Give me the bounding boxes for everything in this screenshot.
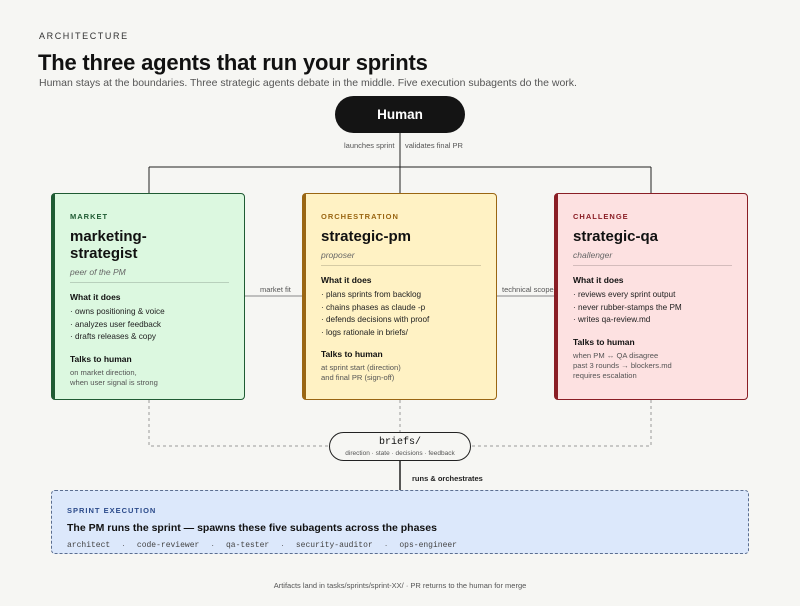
separator: · (211, 541, 214, 550)
card-strategic-qa: CHALLENGE strategic-qa challenger What i… (554, 193, 748, 400)
footer-note: Artifacts land in tasks/sprints/sprint-X… (273, 581, 527, 590)
sprint-execution-panel: SPRINT EXECUTION The PM runs the sprint … (51, 490, 749, 554)
eyebrow-label: ARCHITECTURE (39, 31, 129, 41)
subagent-security-auditor: security-auditor (295, 541, 373, 550)
page-title: The three agents that run your sprints (38, 50, 428, 75)
briefs-title: briefs/ (378, 437, 421, 448)
list-item: · drafts releases & copy (70, 332, 157, 342)
talks-to-human-heading: Talks to human (573, 336, 635, 347)
agent-name: strategic-qa (573, 228, 659, 245)
what-it-does-heading: What it does (573, 275, 624, 285)
runs-orchestrates-label: runs & orchestrates (412, 474, 483, 483)
separator: · (281, 541, 284, 550)
card-tag: ORCHESTRATION (321, 212, 399, 221)
talks-to-human-text: when PM ↔ QA disagree past 3 rounds → bl… (573, 350, 672, 380)
what-it-does-heading: What it does (321, 275, 372, 285)
subagent-qa-tester: qa-tester (225, 541, 270, 550)
card-tag: MARKET (70, 212, 109, 221)
agent-role: peer of the PM (70, 267, 229, 283)
list-item: · never rubber-stamps the PM (573, 302, 682, 312)
talks-to-human-text: at sprint start (direction) and final PR… (321, 363, 401, 383)
human-node: Human (335, 96, 465, 133)
talks-to-human-heading: Talks to human (70, 353, 132, 364)
execution-tag: SPRINT EXECUTION (67, 506, 157, 515)
separator: · (122, 541, 125, 550)
what-it-does-list: · owns positioning & voice · analyzes us… (70, 306, 229, 344)
list-item: · logs rationale in briefs/ (321, 327, 408, 337)
agent-name: strategic-pm (321, 228, 412, 245)
subagent-code-reviewer: code-reviewer (136, 541, 200, 550)
validates-pr-label: validates final PR (405, 141, 463, 150)
technical-scope-label: technical scope (501, 285, 555, 294)
talks-to-human-heading: Talks to human (321, 349, 383, 360)
talks-to-human-text: on market direction, when user signal is… (70, 367, 158, 387)
separator: · (384, 541, 388, 550)
launches-sprint-label: launches sprint (344, 141, 395, 150)
what-it-does-heading: What it does (70, 292, 121, 302)
list-item: · reviews every sprint output (573, 290, 676, 299)
subagent-list: architect · code-reviewer · qa-tester · … (67, 541, 733, 550)
agent-role: challenger (573, 250, 732, 266)
agent-role: proposer (321, 250, 481, 266)
list-item: · chains phases as claude -p (321, 302, 426, 312)
agent-name: marketing-strategist (70, 228, 147, 262)
what-it-does-list: · plans sprints from backlog · chains ph… (321, 289, 481, 339)
market-briefs-line (148, 400, 329, 447)
list-item: · analyzes user feedback (70, 319, 162, 329)
execution-title: The PM runs the sprint — spawns these fi… (67, 522, 437, 534)
list-item: · writes qa-review.md (573, 315, 651, 325)
what-it-does-list: · reviews every sprint output · never ru… (573, 289, 732, 327)
challenge-briefs-line (471, 400, 652, 447)
card-strategic-pm: ORCHESTRATION strategic-pm proposer What… (302, 193, 497, 400)
briefs-node: briefs/ direction · state · decisions · … (329, 432, 471, 461)
list-item: · owns positioning & voice (70, 307, 165, 316)
card-marketing-strategist: MARKET marketing-strategist peer of the … (51, 193, 245, 400)
list-item: · defends decisions with proof (321, 315, 430, 325)
market-fit-label: market fit (259, 285, 292, 294)
subagent-architect: architect (67, 541, 111, 550)
list-item: · plans sprints from backlog (321, 290, 422, 299)
card-tag: CHALLENGE (573, 212, 629, 221)
page-subtitle: Human stays at the boundaries. Three str… (39, 77, 577, 89)
briefs-subtitle: direction · state · decisions · feedback (345, 450, 455, 457)
subagent-ops-engineer: ops-engineer (399, 541, 457, 550)
